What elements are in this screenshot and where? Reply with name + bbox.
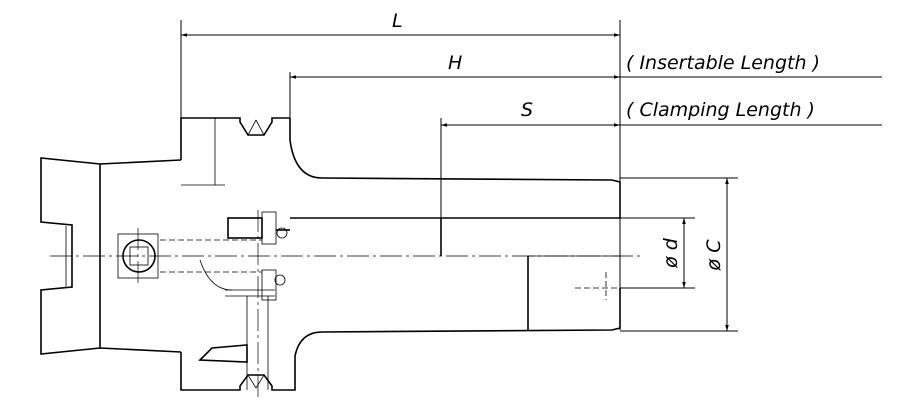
stop-screw-head [227, 217, 263, 239]
orientation-notch [198, 344, 248, 363]
dimension-lines [180, 20, 882, 332]
flange-upper [180, 117, 290, 160]
label-H: H [448, 52, 462, 74]
taper-upper [40, 157, 182, 258]
v-groove-lower-b [255, 374, 265, 389]
drive-slot [117, 233, 159, 279]
label-C: ø C [703, 239, 725, 272]
o-ring-upper [276, 227, 288, 239]
v-groove-upper-a [247, 119, 257, 136]
sleeve-lower [294, 288, 621, 357]
taper-lower [40, 258, 182, 355]
sleeve-upper [289, 118, 621, 218]
note-clamping-length: ( Clamping Length ) [626, 99, 815, 121]
tool-holder-body [40, 117, 621, 391]
o-ring-lower [274, 274, 286, 286]
note-insertable-length: ( Insertable Length ) [626, 52, 820, 74]
coolant-nut [261, 269, 277, 301]
flange-lower [180, 352, 296, 391]
label-L: L [392, 10, 403, 32]
stop-screw-nut [261, 211, 277, 245]
retention-screw [122, 239, 156, 273]
label-S: S [521, 99, 533, 121]
label-d: ø d [660, 237, 682, 269]
retention-screw-hex [129, 246, 149, 266]
coolant-curve [199, 259, 233, 291]
v-groove-lower-a [247, 374, 257, 389]
v-groove-upper-b [255, 119, 265, 136]
